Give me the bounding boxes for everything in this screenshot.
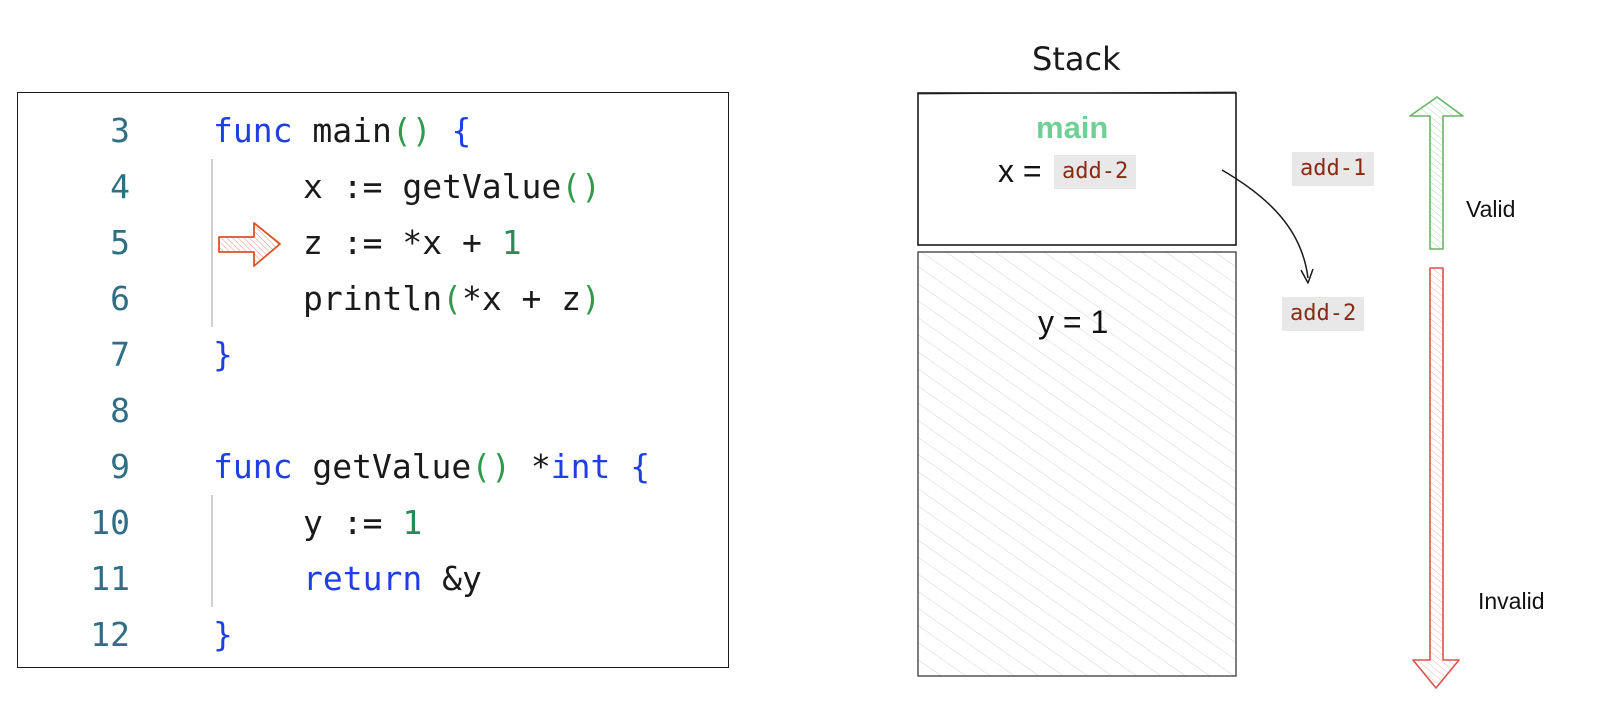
code-token: x := getValue bbox=[303, 167, 562, 206]
code-token: getValue bbox=[292, 447, 472, 486]
code-token: () bbox=[561, 167, 602, 206]
code-text: return &y bbox=[303, 551, 482, 607]
code-line-9: 9 func getValue() *int { bbox=[18, 439, 728, 495]
code-text: } bbox=[213, 327, 233, 383]
line-number: 4 bbox=[110, 167, 130, 206]
address-add-1: add-1 bbox=[1292, 152, 1375, 186]
code-token: println bbox=[303, 279, 443, 318]
code-text: func getValue() *int { bbox=[213, 439, 650, 495]
stack-frame-getvalue bbox=[917, 251, 1237, 677]
code-line-5: 5 z := *x + 1 bbox=[18, 215, 728, 271]
frame-main-var-label: x = bbox=[998, 153, 1042, 189]
code-text: println(*x + z) bbox=[303, 271, 601, 327]
code-line-11: 11 return &y bbox=[18, 551, 728, 607]
code-token: } bbox=[213, 615, 233, 654]
code-token: int bbox=[550, 447, 611, 486]
code-token: { bbox=[431, 111, 472, 150]
invalid-label: Invalid bbox=[1478, 588, 1545, 614]
line-number: 6 bbox=[110, 279, 130, 318]
code-text: z := *x + 1 bbox=[303, 215, 522, 271]
code-token: *x + z bbox=[461, 279, 582, 318]
code-token: func bbox=[213, 111, 293, 150]
code-token: ( bbox=[442, 279, 462, 318]
code-token: } bbox=[213, 335, 233, 374]
code-line-3: 3 func main() { bbox=[18, 103, 728, 159]
code-line-8: 8 bbox=[18, 383, 728, 439]
frame-getvalue-var-label: y = 1 bbox=[1038, 304, 1109, 340]
line-number: 12 bbox=[90, 615, 130, 654]
code-token: { bbox=[610, 447, 651, 486]
code-line-6: 6 println(*x + z) bbox=[18, 271, 728, 327]
code-token: ) bbox=[581, 279, 602, 318]
code-text: x := getValue() bbox=[303, 159, 601, 215]
code-token: 1 bbox=[402, 503, 423, 542]
pointer-arrow bbox=[1221, 169, 1314, 284]
valid-arrow-icon bbox=[1409, 96, 1464, 250]
code-token: &y bbox=[422, 559, 482, 598]
line-number: 9 bbox=[110, 447, 130, 486]
address-add-2: add-2 bbox=[1282, 297, 1365, 331]
stack-title: Stack bbox=[1032, 40, 1121, 78]
code-line-10: 10 y := 1 bbox=[18, 495, 728, 551]
frame-main-label: main bbox=[1036, 110, 1109, 145]
code-line-7: 7} bbox=[18, 327, 728, 383]
line-number: 8 bbox=[110, 391, 130, 430]
code-token: () bbox=[471, 447, 512, 486]
code-text: func main() { bbox=[213, 103, 471, 159]
line-number: 11 bbox=[90, 559, 130, 598]
code-text: y := 1 bbox=[303, 495, 422, 551]
code-token: z := *x + bbox=[303, 223, 502, 262]
code-token: func bbox=[213, 447, 293, 486]
code-line-4: 4 x := getValue() bbox=[18, 159, 728, 215]
code-token: main bbox=[292, 111, 392, 150]
code-token: () bbox=[391, 111, 432, 150]
code-token: return bbox=[303, 559, 423, 598]
code-token: * bbox=[511, 447, 551, 486]
line-number: 10 bbox=[90, 503, 130, 542]
valid-label: Valid bbox=[1466, 196, 1516, 222]
code-text: } bbox=[213, 607, 233, 663]
line-number: 7 bbox=[110, 335, 130, 374]
line-number: 3 bbox=[110, 111, 130, 150]
code-token: y := bbox=[303, 503, 403, 542]
code-line-12: 12} bbox=[18, 607, 728, 663]
invalid-arrow-icon bbox=[1412, 267, 1460, 689]
current-line-arrow-icon bbox=[218, 222, 281, 267]
line-number: 5 bbox=[110, 223, 130, 262]
block-guide-getvalue bbox=[211, 495, 213, 607]
block-guide-main bbox=[211, 159, 213, 327]
code-token: 1 bbox=[501, 223, 522, 262]
frame-main-var-value: add-2 bbox=[1054, 155, 1137, 189]
